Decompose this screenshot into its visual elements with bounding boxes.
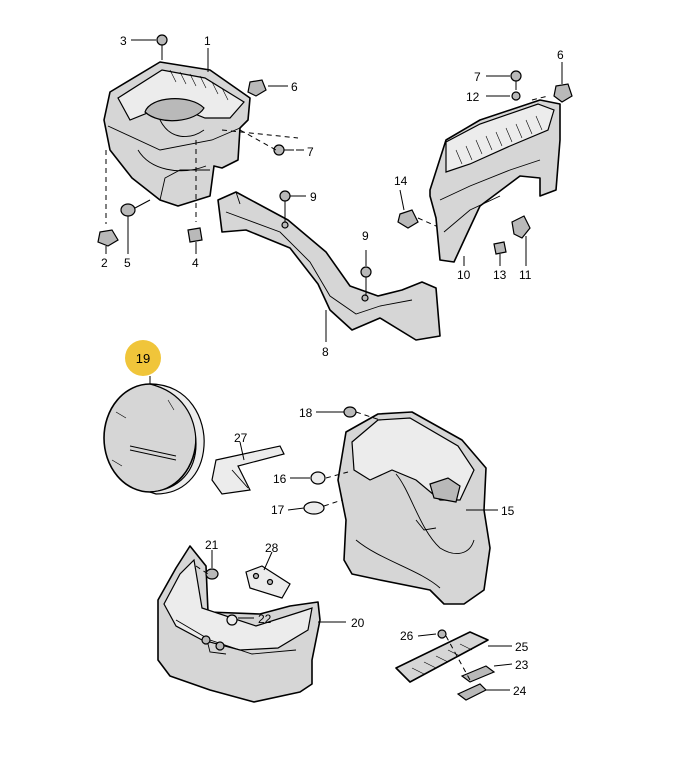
highlight-marker-19[interactable]: 19 (125, 340, 161, 376)
part-number-20: 20 (351, 616, 365, 630)
part-13-clip[interactable] (493, 241, 507, 255)
part-number-15: 15 (501, 504, 515, 518)
part-6-clip-left[interactable] (247, 79, 267, 97)
part-17-plug[interactable] (303, 501, 325, 515)
part-number-19: 19 (136, 351, 150, 366)
part-19-wheel-cover[interactable] (103, 383, 205, 495)
leader-lines (105, 39, 563, 691)
part-16-plug[interactable] (310, 471, 326, 485)
part-number-24: 24 (513, 684, 527, 698)
part-number-10: 10 (457, 268, 471, 282)
part-number-17: 17 (271, 503, 285, 517)
part-25-sill-plate[interactable] (395, 631, 489, 683)
part-number-3: 3 (120, 34, 127, 48)
part-7-screw-left[interactable] (273, 144, 294, 156)
part-15-storage-shell[interactable] (337, 411, 491, 605)
part-number-28: 28 (265, 541, 279, 555)
part-20-lower-tray[interactable] (157, 545, 321, 703)
part-number-25: 25 (515, 640, 529, 654)
part-number-13: 13 (493, 268, 507, 282)
part-number-22: 22 (258, 612, 272, 626)
part-14-plug[interactable] (397, 209, 437, 229)
part-7-screw-right[interactable] (510, 70, 522, 90)
part-number-2: 2 (101, 256, 108, 270)
part-number-1: 1 (204, 34, 211, 48)
part-number-5: 5 (124, 256, 131, 270)
part-number-16: 16 (273, 472, 287, 486)
part-number-11: 11 (519, 268, 532, 282)
part-18-clip[interactable] (343, 406, 357, 418)
part-number-9: 9 (362, 229, 369, 243)
part-28-bracket[interactable] (245, 565, 291, 599)
part-3-screw[interactable] (156, 34, 168, 60)
part-number-21: 21 (205, 538, 219, 552)
part-10-side-panel[interactable] (429, 99, 561, 263)
part-24-clip[interactable] (456, 683, 488, 701)
part-8-trim-strip[interactable] (217, 191, 441, 341)
part-6-clip-right[interactable] (553, 83, 573, 103)
part-number-7: 7 (474, 70, 481, 84)
part-number-23: 23 (515, 658, 529, 672)
part-5-plug[interactable] (120, 199, 151, 217)
part-number-12: 12 (466, 90, 480, 104)
part-12-screw[interactable] (511, 91, 521, 101)
part-1-housing[interactable] (103, 61, 251, 207)
part-23-clip[interactable] (460, 665, 496, 683)
part-21-clip[interactable] (205, 568, 219, 580)
part-number-8: 8 (322, 345, 329, 359)
part-9-screw-a[interactable] (279, 190, 291, 222)
part-number-6: 6 (291, 80, 298, 94)
part-number-26: 26 (400, 629, 414, 643)
part-number-9: 9 (310, 190, 317, 204)
part-2-clip[interactable] (97, 229, 119, 247)
part-26-screw[interactable] (437, 629, 447, 639)
part-9-screw-b[interactable] (360, 266, 372, 296)
part-number-4: 4 (192, 256, 199, 270)
part-number-labels: 3 1 6 7 2 5 4 9 9 8 7 12 6 14 10 13 11 1… (101, 34, 564, 698)
part-11-bracket[interactable] (511, 215, 531, 239)
part-27-strap[interactable] (211, 445, 285, 495)
part-22-screw[interactable] (226, 614, 238, 626)
part-number-7: 7 (307, 145, 314, 159)
part-number-6: 6 (557, 48, 564, 62)
part-number-18: 18 (299, 406, 313, 420)
part-number-14: 14 (394, 174, 408, 188)
part-4-clip[interactable] (187, 227, 203, 243)
part-number-27: 27 (234, 431, 248, 445)
